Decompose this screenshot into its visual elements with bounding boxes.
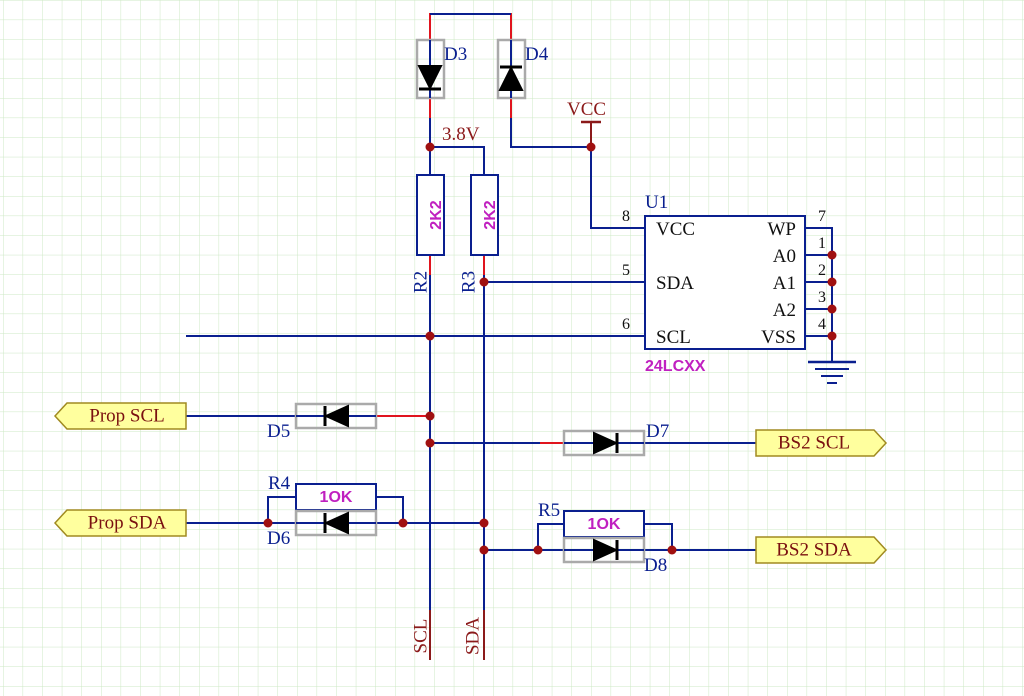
u1-pin-sda-name: SDA — [656, 273, 694, 294]
d3-label: D3 — [444, 44, 467, 65]
scl-net-label: SCL — [410, 619, 431, 654]
ic-u1[interactable]: U1 24LCXX VCC SDA SCL WP A0 A1 A2 VSS 8 … — [622, 192, 826, 375]
port-prop-scl[interactable]: Prop SCL — [53, 402, 187, 430]
u1-pin-6-number: 6 — [622, 316, 630, 333]
u1-pin-scl-name: SCL — [656, 327, 691, 348]
resistor-r4[interactable]: 1OK R4 — [268, 473, 377, 511]
r4-value: 1OK — [320, 489, 353, 506]
r3-value: 2K2 — [482, 200, 499, 229]
resistor-r2[interactable]: 2K2 R2 — [410, 174, 445, 293]
r2-label: R2 — [410, 271, 431, 293]
vcc-net-label: VCC — [567, 99, 606, 120]
d8-label: D8 — [644, 555, 667, 576]
r5-value: 1OK — [588, 516, 621, 533]
r2-value: 2K2 — [428, 200, 445, 229]
diode-d5[interactable]: D5 — [267, 402, 378, 442]
r4-label: R4 — [268, 473, 291, 494]
port-prop-sda-label: Prop SDA — [88, 512, 167, 533]
wires — [186, 13, 833, 660]
u1-ref-label: U1 — [645, 192, 668, 213]
u1-pin-vss-name: VSS — [761, 327, 796, 348]
u1-pin-4-number: 4 — [818, 316, 826, 333]
u1-part-label: 24LCXX — [645, 358, 706, 375]
u1-pin-2-number: 2 — [818, 262, 826, 279]
u1-pin-wp-name: WP — [768, 219, 797, 240]
resistor-r5[interactable]: 1OK R5 — [538, 500, 645, 538]
u1-pin-5-number: 5 — [622, 262, 630, 279]
u1-pin-7-number: 7 — [818, 208, 826, 225]
diode-d7[interactable]: D7 — [562, 421, 669, 457]
port-bs2-sda[interactable]: BS2 SDA — [755, 536, 888, 564]
port-bs2-scl-label: BS2 SCL — [778, 432, 850, 453]
diode-d3[interactable]: D3 — [415, 38, 467, 100]
d4-label: D4 — [525, 44, 549, 65]
d5-label: D5 — [267, 421, 290, 442]
voltage-label: 3.8V — [442, 124, 480, 145]
u1-pin-vcc-name: VCC — [656, 219, 695, 240]
port-bs2-scl[interactable]: BS2 SCL — [755, 429, 888, 457]
d6-label: D6 — [267, 528, 290, 549]
u1-pin-a0-name: A0 — [773, 246, 796, 267]
junctions — [263, 142, 837, 555]
sda-net-label: SDA — [462, 617, 483, 655]
diode-d4[interactable]: D4 — [496, 38, 549, 100]
diode-d6[interactable]: D6 — [267, 509, 378, 549]
r3-label: R3 — [458, 271, 479, 293]
d7-label: D7 — [646, 421, 669, 442]
ground-symbol — [808, 360, 856, 384]
u1-pin-a1-name: A1 — [773, 273, 796, 294]
u1-pin-8-number: 8 — [622, 208, 630, 225]
u1-pin-1-number: 1 — [818, 235, 826, 252]
diode-d8[interactable]: D8 — [562, 536, 667, 576]
port-prop-scl-label: Prop SCL — [89, 405, 165, 426]
port-bs2-sda-label: BS2 SDA — [776, 539, 852, 560]
vcc-symbol: VCC — [567, 99, 606, 124]
r5-label: R5 — [538, 500, 560, 521]
resistor-r3[interactable]: 2K2 R3 — [458, 174, 499, 293]
u1-pin-a2-name: A2 — [773, 300, 796, 321]
port-prop-sda[interactable]: Prop SDA — [53, 509, 187, 537]
u1-pin-3-number: 3 — [818, 289, 826, 306]
